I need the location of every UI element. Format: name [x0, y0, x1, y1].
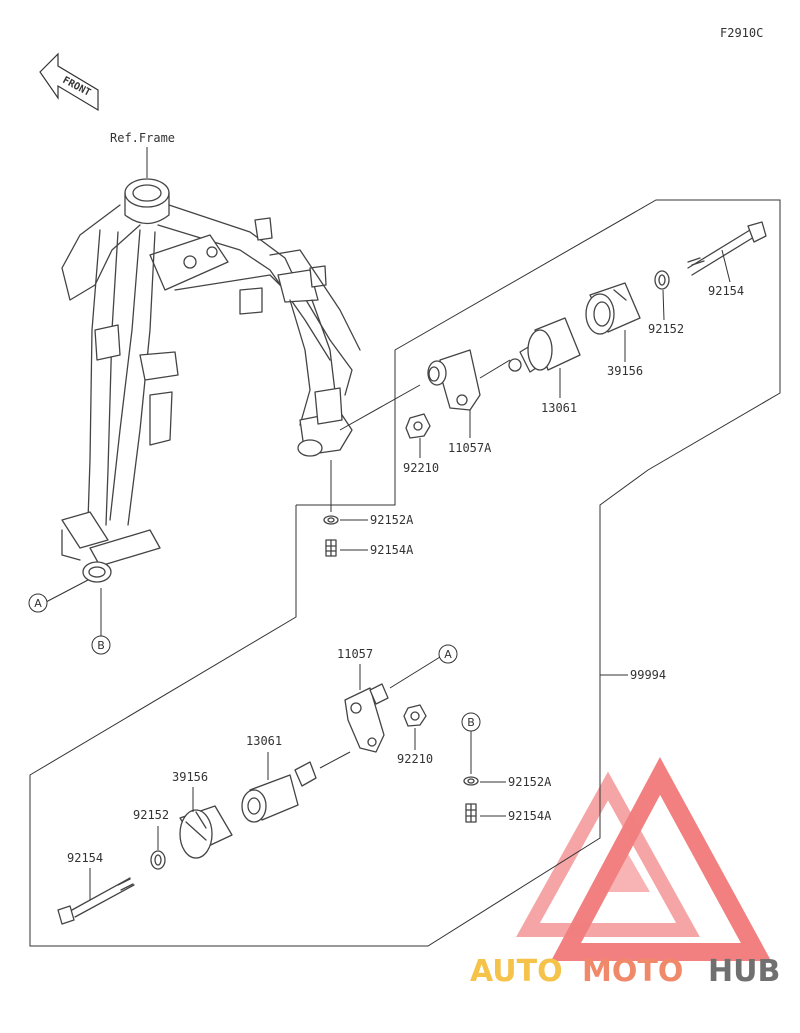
watermark-auto: AUTO [470, 954, 563, 989]
ref-frame-label: Ref.Frame [110, 131, 175, 145]
bracket-11057a [427, 349, 481, 411]
watermark-moto: MOTO [582, 954, 683, 989]
callout-b-frame [91, 635, 111, 655]
nut-92210-lower [403, 704, 427, 727]
callout-a-frame-text: A [34, 597, 42, 610]
nut-92210-upper [405, 413, 431, 439]
label-11057a-upper: 11057A [448, 441, 492, 455]
washer-92152-lower [150, 850, 166, 870]
upper-axis-line [339, 384, 421, 431]
bracket-11057-lower [344, 683, 389, 753]
lower-axis-line [319, 751, 351, 769]
label-92152a-upper: 92152A [370, 513, 414, 527]
callout-b-frame-text: B [97, 639, 105, 652]
callout-a-lower [438, 644, 458, 664]
slider-13061-upper [508, 317, 581, 373]
callout-a-lower-text: A [444, 648, 452, 661]
screw-92154a-lower [465, 803, 477, 823]
label-11057-lower: 11057 [337, 647, 373, 661]
screw-92154a-upper [325, 539, 337, 557]
callout-a-frame [28, 593, 48, 613]
slider-13061-lower [241, 761, 317, 823]
lower-axis-leader-a [389, 656, 441, 689]
washer-92152a-upper [323, 515, 339, 525]
label-92154a-upper: 92154A [370, 543, 414, 557]
label-99994: 99994 [630, 668, 666, 682]
label-39156-lower: 39156 [172, 770, 208, 784]
bolt-92154-lower [57, 877, 135, 925]
frame-illustration [61, 178, 361, 583]
label-13061-upper: 13061 [541, 401, 577, 415]
watermark-text: AUTO MOTO HUB [470, 954, 780, 989]
leader-92152-upper [662, 289, 665, 321]
label-13061-lower: 13061 [246, 734, 282, 748]
label-92154-upper: 92154 [708, 284, 744, 298]
callout-a-frame-leader [45, 579, 89, 603]
diagram-code: F2910C [720, 26, 763, 40]
front-arrow: FRONT [39, 52, 99, 112]
leader-92154-upper [721, 249, 731, 283]
cap-39156-upper [585, 282, 641, 335]
label-39156-upper: 39156 [607, 364, 643, 378]
callout-b-lower-text: B [467, 716, 475, 729]
watermark-hub: HUB [708, 954, 780, 989]
label-92210-lower: 92210 [397, 752, 433, 766]
washer-92152a-lower [463, 776, 479, 786]
bolt-92154-upper [687, 221, 767, 276]
cap-39156-lower [179, 805, 233, 859]
label-92210-upper: 92210 [403, 461, 439, 475]
label-92152a-lower: 92152A [508, 775, 552, 789]
upper-axis-line-2 [479, 359, 511, 379]
label-92152-lower: 92152 [133, 808, 169, 822]
label-92154-lower: 92154 [67, 851, 103, 865]
assembly-box-outline [29, 199, 781, 947]
label-92152-upper: 92152 [648, 322, 684, 336]
label-92154a-lower: 92154A [508, 809, 552, 823]
washer-92152-upper [654, 270, 670, 290]
watermark-logo [516, 757, 772, 961]
